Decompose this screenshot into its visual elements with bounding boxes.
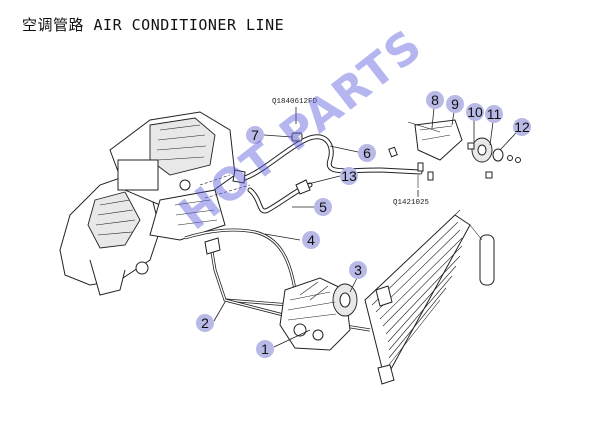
hvac-unit-drawing	[59, 111, 251, 296]
callout-12-label: 12	[514, 119, 530, 135]
code-label-top: Q1840612FD	[272, 98, 318, 106]
callout-4[interactable]: 4	[302, 231, 320, 249]
callout-6-label: 6	[363, 145, 371, 161]
callout-2[interactable]: 2	[196, 314, 214, 332]
callout-11-label: 11	[487, 106, 502, 122]
callout-4-label: 4	[307, 232, 315, 248]
callout-13[interactable]: 13	[340, 167, 358, 185]
callout-12[interactable]: 12	[513, 118, 531, 136]
callout-3[interactable]: 3	[349, 261, 367, 279]
callout-10-label: 10	[467, 104, 483, 120]
callout-3-label: 3	[354, 262, 362, 278]
callout-5-label: 5	[319, 199, 327, 215]
callout-1-label: 1	[261, 341, 269, 357]
callout-2-label: 2	[201, 315, 209, 331]
callout-9-label: 9	[451, 96, 459, 112]
callout-9[interactable]: 9	[446, 95, 464, 113]
callout-11[interactable]: 11	[485, 105, 503, 123]
leader-lines	[213, 107, 517, 348]
callout-8[interactable]: 8	[426, 91, 444, 109]
callout-13-label: 13	[341, 168, 357, 184]
callout-5[interactable]: 5	[314, 198, 332, 216]
fittings-drawing	[204, 132, 311, 255]
bracket-pulley-drawing	[388, 119, 521, 188]
callout-10[interactable]: 10	[466, 103, 484, 121]
callout-7-label: 7	[251, 127, 259, 143]
compressor-drawing	[279, 277, 358, 351]
condenser-drawing	[364, 209, 495, 385]
callout-7[interactable]: 7	[246, 126, 264, 144]
code-label-right: Q1421025	[393, 199, 430, 207]
callout-1[interactable]: 1	[256, 340, 274, 358]
callout-6[interactable]: 6	[358, 144, 376, 162]
callout-8-label: 8	[431, 92, 439, 108]
diagram-title: 空调管路 AIR CONDITIONER LINE	[22, 16, 285, 34]
